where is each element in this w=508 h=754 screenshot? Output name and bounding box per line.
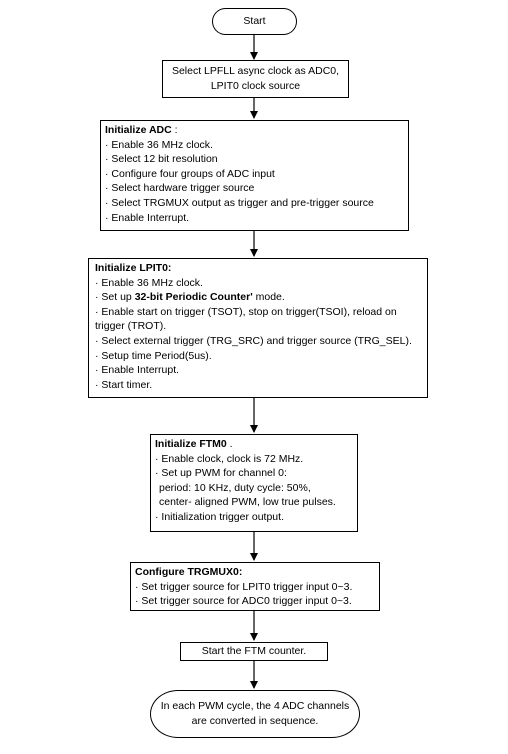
start-label: Start (243, 15, 266, 28)
ftm-item: period: 10 KHz, duty cycle: 50%, (159, 481, 311, 494)
ftm-item: center- aligned PWM, low true pulses. (159, 496, 336, 509)
ftm-item: · Initialization trigger output. (155, 510, 284, 523)
adc-title-suffix: : (171, 124, 178, 136)
start-terminal: Start (212, 8, 297, 35)
clock-source-line-1: Select LPFLL async clock as ADC0, (171, 65, 340, 78)
lpit-item-mode: · Set up 32-bit Periodic Counter' mode. (95, 291, 285, 304)
adc-item: · Select 12 bit resolution (105, 153, 218, 166)
initialize-ftm-step: Initialize FTM0 . · Enable clock, clock … (150, 434, 358, 532)
lpit-item: · Enable 36 MHz clock. (95, 276, 203, 289)
initialize-adc-step: Initialize ADC : · Enable 36 MHz clock. … (100, 120, 409, 231)
end-line-2: are converted in sequence. (191, 715, 319, 727)
adc-item: · Select hardware trigger source (105, 182, 255, 195)
ftm-item: · Enable clock, clock is 72 MHz. (155, 452, 304, 465)
end-terminal: In each PWM cycle, the 4 ADC channels ar… (150, 690, 360, 738)
ftm-item: · Set up PWM for channel 0: (155, 467, 287, 480)
trgmux-item: · Set trigger source for LPIT0 trigger i… (135, 580, 353, 593)
end-line-1: In each PWM cycle, the 4 ADC channels (160, 700, 350, 713)
lpit-item: · Start timer. (95, 378, 153, 391)
configure-trgmux-step: Configure TRGMUX0: · Set trigger source … (130, 562, 380, 611)
ftm-title: Initialize FTM0 (155, 438, 227, 450)
adc-title: Initialize ADC (105, 124, 172, 136)
adc-item: · Select TRGMUX output as trigger and pr… (105, 196, 374, 209)
initialize-lpit-step: Initialize LPIT0: · Enable 36 MHz clock.… (88, 258, 428, 398)
start-ftm-label: Start the FTM counter. (201, 645, 307, 658)
adc-item: · Enable Interrupt. (105, 211, 190, 224)
lpit-item: · Select external trigger (TRG_SRC) and … (95, 334, 412, 347)
clock-source-step: Select LPFLL async clock as ADC0, LPIT0 … (162, 60, 349, 98)
adc-item: · Configure four groups of ADC input (105, 167, 275, 180)
lpit-item: · Setup time Period(5us). (95, 349, 212, 362)
lpit-title: Initialize LPIT0: (95, 262, 172, 274)
start-ftm-counter-step: Start the FTM counter. (180, 642, 328, 661)
ftm-title-suffix: . (226, 438, 233, 450)
clock-source-line-2: LPIT0 clock source (210, 80, 301, 92)
adc-item: · Enable 36 MHz clock. (105, 138, 213, 151)
lpit-item: · Enable start on trigger (TSOT), stop o… (95, 305, 397, 333)
trgmux-item: · Set trigger source for ADC0 trigger in… (135, 595, 352, 608)
lpit-item: · Enable Interrupt. (95, 364, 180, 377)
trgmux-title: Configure TRGMUX0: (135, 566, 243, 578)
